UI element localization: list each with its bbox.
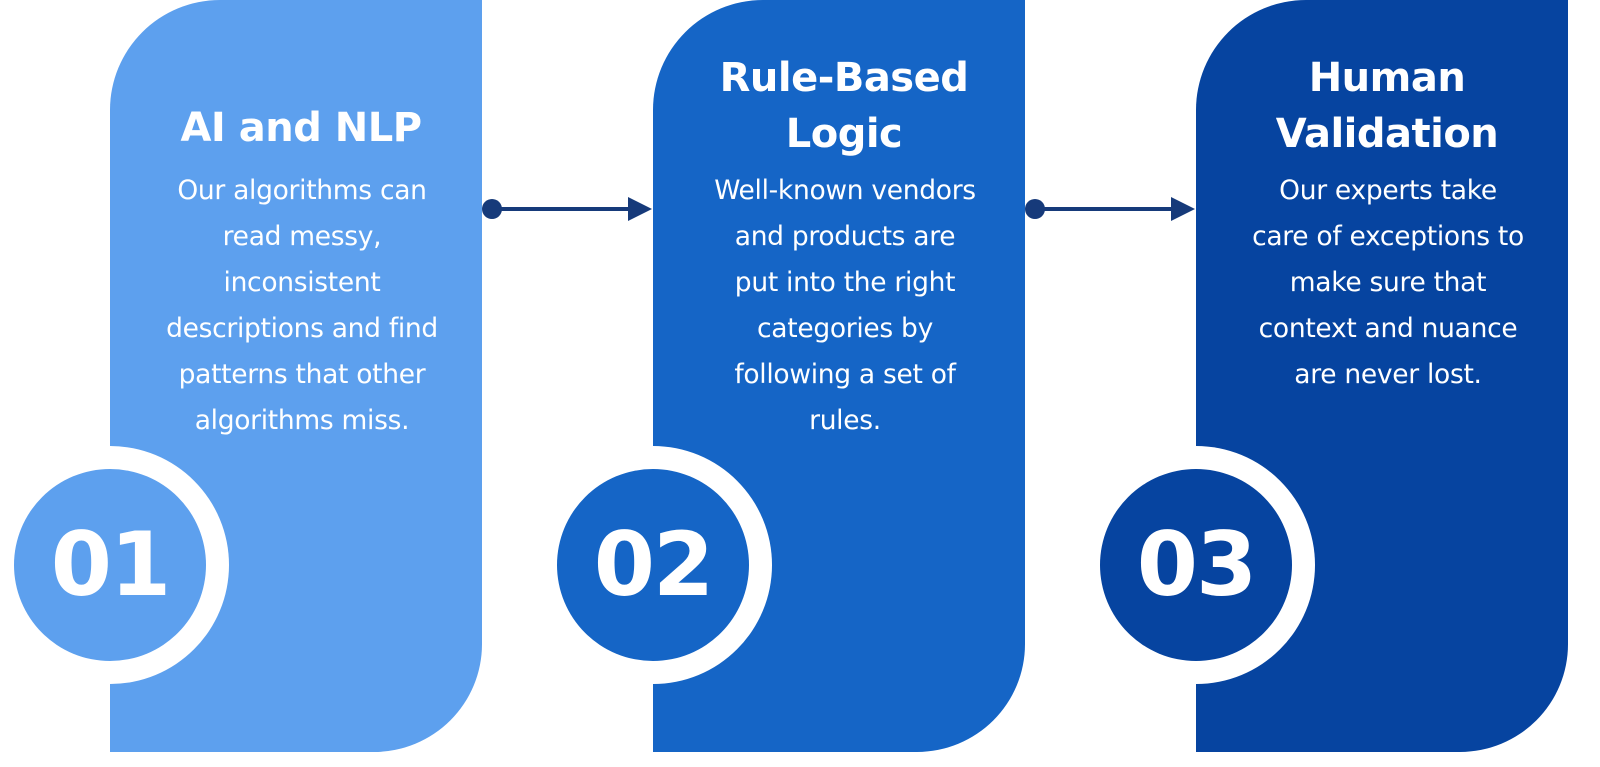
step-title-2-line-1: Rule-Based xyxy=(719,55,969,101)
step-title-3: Human Validation xyxy=(1206,50,1568,162)
arrow-head-icon xyxy=(628,197,652,221)
step-description-1-line-6: algorithms miss. xyxy=(194,405,410,436)
step-description-2-line-3: put into the right xyxy=(734,267,956,298)
step-description-3-line-5: are never lost. xyxy=(1294,359,1482,390)
arrow-head-icon xyxy=(1171,197,1195,221)
step-description-3-line-1: Our experts take xyxy=(1279,175,1497,206)
connector-arrow-2 xyxy=(1025,197,1195,221)
step-description-2-line-4: categories by xyxy=(757,313,933,344)
step-description-2-line-1: Well-known vendors xyxy=(714,175,976,206)
step-description-1: Our algorithms can read messy, inconsist… xyxy=(132,168,472,444)
step-title-1: AI and NLP xyxy=(120,100,482,156)
step-description-1-line-3: inconsistent xyxy=(223,267,381,298)
step-description-3-line-3: make sure that xyxy=(1289,267,1487,298)
step-description-1-line-2: read messy, xyxy=(222,221,382,252)
step-description-1-line-1: Our algorithms can xyxy=(177,175,427,206)
step-title-3-line-2: Validation xyxy=(1275,111,1499,157)
connector-arrow-1 xyxy=(482,197,652,221)
step-description-2-line-2: and products are xyxy=(734,221,956,252)
step-number-badge-2: 02 xyxy=(557,469,749,661)
step-title-3-line-1: Human xyxy=(1308,55,1466,101)
step-title-2-line-2: Logic xyxy=(785,111,903,157)
step-description-2-line-5: following a set of xyxy=(734,359,956,390)
step-number-badge-3: 03 xyxy=(1100,469,1292,661)
step-title-2: Rule-Based Logic xyxy=(663,50,1025,162)
step-description-3: Our experts take care of exceptions to m… xyxy=(1218,168,1558,398)
step-description-1-line-5: patterns that other xyxy=(178,359,426,390)
step-description-2-line-6: rules. xyxy=(809,405,881,436)
step-description-3-line-4: context and nuance xyxy=(1258,313,1518,344)
step-description-3-line-2: care of exceptions to xyxy=(1252,221,1524,252)
step-title-1-line-1: AI and NLP xyxy=(180,105,422,151)
step-number-badge-1: 01 xyxy=(14,469,206,661)
step-description-2: Well-known vendors and products are put … xyxy=(675,168,1015,444)
step-description-1-line-4: descriptions and find xyxy=(166,313,438,344)
